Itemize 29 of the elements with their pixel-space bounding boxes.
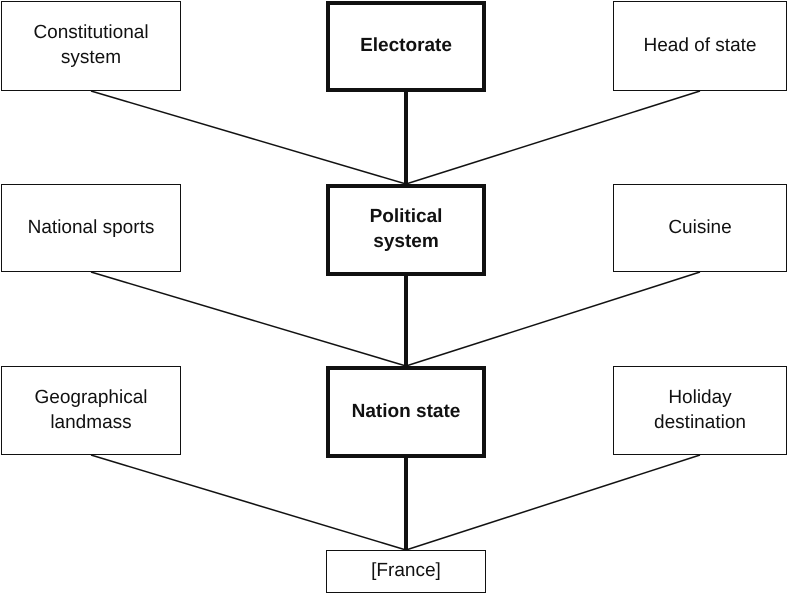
- box-label: Electorate: [360, 34, 452, 58]
- connector-line: [90, 90, 406, 185]
- connector-line: [90, 454, 406, 551]
- box-label: Cuisine: [668, 216, 732, 240]
- box-label: Geographical landmass: [33, 386, 149, 434]
- concept-box: [613, 184, 787, 272]
- box-label: Holiday destination: [653, 386, 747, 434]
- connector-line: [404, 458, 408, 550]
- concept-box: [1, 366, 181, 455]
- concept-box: [1, 1, 181, 91]
- connector-line: [404, 276, 408, 366]
- connector-line: [406, 454, 700, 551]
- concept-box: [326, 1, 486, 92]
- concept-box: [613, 1, 787, 91]
- connector-line: [90, 271, 406, 367]
- box-label: [France]: [371, 559, 441, 584]
- box-label: Constitutional system: [32, 21, 150, 70]
- concept-box: [613, 366, 787, 455]
- concept-box: [326, 550, 486, 593]
- connector-line: [406, 90, 700, 185]
- concept-box: [1, 184, 181, 272]
- box-label: National sports: [28, 216, 154, 240]
- connector-line: [404, 92, 408, 184]
- connector-line: [406, 271, 700, 367]
- box-label: Political system: [368, 205, 444, 254]
- concept-box: [326, 366, 486, 458]
- box-label: Nation state: [352, 400, 460, 424]
- concept-box: [326, 184, 486, 276]
- box-label: Head of state: [643, 34, 757, 58]
